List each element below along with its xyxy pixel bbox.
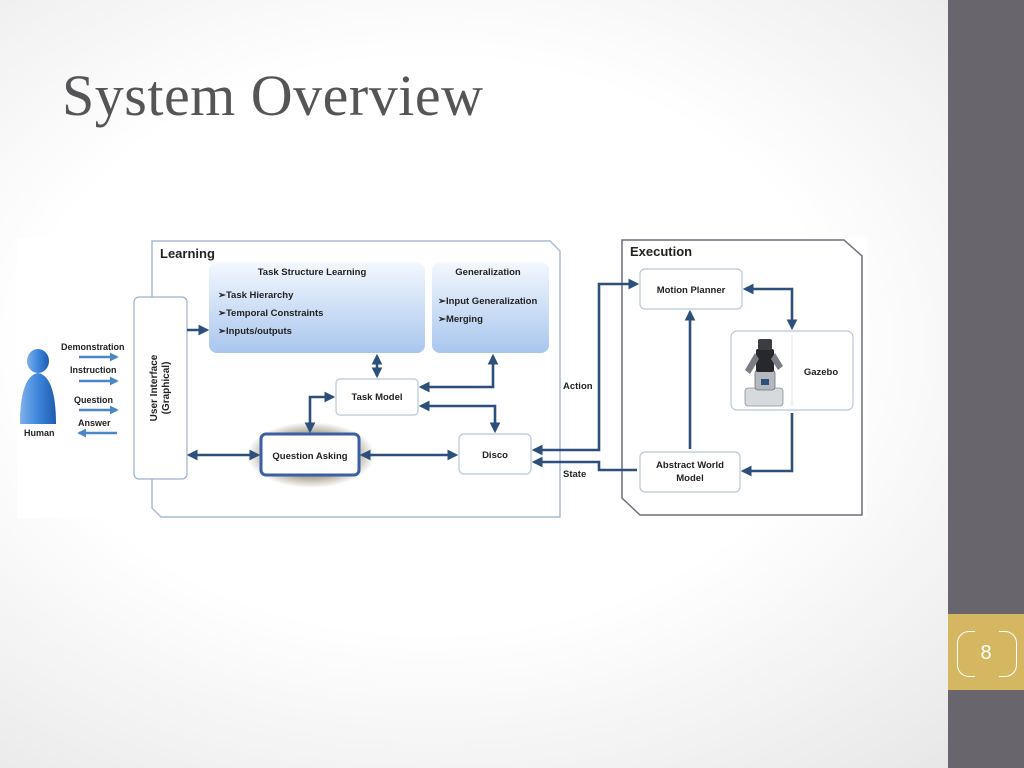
learning-panel (151, 240, 561, 518)
user-interface-box (133, 296, 188, 480)
motion-planner-box (639, 268, 743, 310)
question-label: Question (74, 395, 113, 405)
learning-title: Learning (160, 246, 215, 261)
abstract-world-model-label: Abstract World (656, 460, 724, 471)
demonstration-label: Demonstration (61, 342, 125, 352)
execution-panel (621, 239, 863, 516)
state-label: State (563, 469, 586, 480)
user-interface-label: User Interface (149, 354, 160, 421)
abstract-world-model-box (639, 451, 741, 493)
task-hierarchy-item: ➢Task Hierarchy (218, 290, 294, 301)
gazebo-label: Gazebo (804, 367, 839, 378)
abstract-world-model-sublabel: Model (676, 473, 703, 484)
arrow-task-model-disco (418, 400, 501, 434)
task-structure-learning-box (209, 262, 425, 353)
robot-icon (744, 339, 784, 407)
human-label: Human (24, 428, 55, 438)
merging-item: ➢Merging (438, 314, 483, 325)
inputs-outputs-item: ➢Inputs/outputs (218, 326, 292, 337)
arrow-world-model-disco (531, 456, 637, 472)
user-interface-sublabel: (Graphical) (161, 362, 172, 415)
arrow-disco-motion-planner (531, 278, 640, 456)
disco-label: Disco (482, 450, 508, 461)
instruction-label: Instruction (70, 365, 117, 375)
action-label: Action (563, 381, 593, 392)
question-asking-label: Question Asking (272, 451, 347, 462)
generalization-title: Generalization (455, 267, 521, 278)
execution-title: Execution (630, 244, 692, 259)
connector-arrows (186, 278, 798, 477)
system-diagram: Learning Execution Human Demonstration I… (17, 238, 867, 520)
page-number-box (948, 614, 1024, 690)
answer-label: Answer (78, 418, 111, 428)
arrow-question-asking-task-model (304, 391, 336, 434)
task-model-label: Task Model (351, 392, 402, 403)
motion-planner-label: Motion Planner (657, 285, 726, 296)
human-icon (20, 349, 56, 424)
arrow-gazebo-world-model (740, 413, 794, 477)
slide-title: System Overview (62, 63, 484, 128)
page-number: 8 (980, 642, 992, 664)
temporal-constraints-item: ➢Temporal Constraints (218, 308, 323, 319)
arrow-task-model-generalization (418, 353, 499, 393)
diagram-svg: Learning Execution Human Demonstration I… (20, 239, 863, 518)
arrow-motion-planner-gazebo (742, 283, 798, 331)
input-generalization-item: ➢Input Generalization (438, 296, 537, 307)
question-asking-box (259, 432, 361, 477)
disco-box (458, 433, 532, 475)
generalization-box (432, 262, 549, 353)
task-model-box (335, 378, 419, 416)
task-structure-learning-title: Task Structure Learning (258, 267, 367, 278)
